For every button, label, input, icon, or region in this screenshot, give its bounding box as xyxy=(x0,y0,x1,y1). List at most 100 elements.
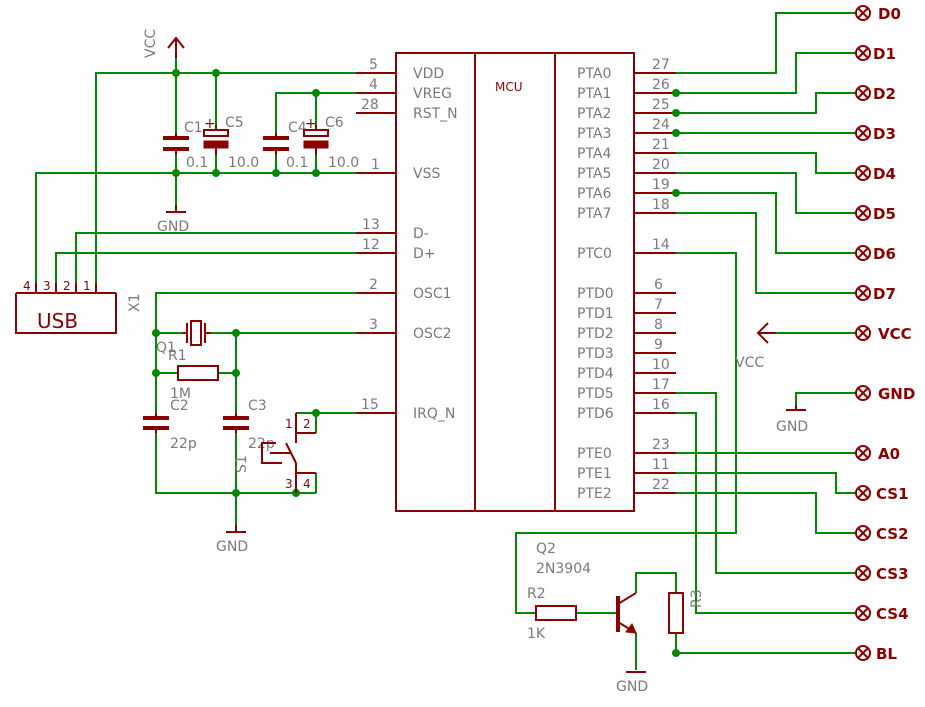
pin-name-pta6: PTA6 xyxy=(577,186,611,202)
s1-pin-2: 2 xyxy=(303,417,311,431)
cap-c6: + C6 10.0 xyxy=(303,115,359,171)
usb-pin-1: 1 xyxy=(83,279,91,293)
connector-d1: D1 xyxy=(855,45,896,63)
connector-d4: D4 xyxy=(855,165,896,183)
s1-pin-3: 3 xyxy=(285,477,293,491)
connector-label-d2: D2 xyxy=(873,85,896,103)
pin-name-ptc0: PTC0 xyxy=(577,246,612,262)
pin-name-ptd4: PTD4 xyxy=(577,366,614,382)
c1-ref: C1 xyxy=(184,120,203,136)
c4-value: 0.1 xyxy=(286,155,308,171)
cap-c5: + C5 10.0 xyxy=(203,115,259,171)
connector-label-d4: D4 xyxy=(873,165,896,183)
pin-num-20: 20 xyxy=(652,157,670,173)
s1-pin-1: 1 xyxy=(285,417,293,431)
pin-name-ptd1: PTD1 xyxy=(577,306,614,322)
gnd-conn-symbol: GND xyxy=(776,405,808,435)
pin-name-dminus: D- xyxy=(413,226,429,242)
vcc-right-label: VCC xyxy=(735,355,764,371)
pin-name-pta2: PTA2 xyxy=(577,106,611,122)
pin-num-13: 13 xyxy=(362,217,380,233)
c6-value: 10.0 xyxy=(328,155,359,171)
cap-c1: C1 0.1 xyxy=(163,120,208,171)
connector-label-d5: D5 xyxy=(873,205,896,223)
c2-value: 22p xyxy=(170,436,197,452)
c3-ref: C3 xyxy=(248,398,267,414)
connector-label-vcc: VCC xyxy=(878,325,912,343)
connector-label-d0: D0 xyxy=(878,5,901,23)
pin-num-3: 3 xyxy=(369,317,378,333)
gnd-osc-symbol: GND xyxy=(216,525,248,555)
pin-name-osc2: OSC2 xyxy=(413,326,452,342)
pin-num-8: 8 xyxy=(654,317,663,333)
pin-name-irq: IRQ_N xyxy=(413,406,455,422)
gnd-q2-symbol: GND xyxy=(616,671,648,695)
pin-num-22: 22 xyxy=(652,477,670,493)
r1-value: 1M xyxy=(170,386,191,402)
usb-connector: 4 3 2 1 USB X1 xyxy=(15,279,143,334)
pin-name-pta5: PTA5 xyxy=(577,166,611,182)
gnd-osc-label: GND xyxy=(216,539,248,555)
q2-ref: Q2 xyxy=(536,541,556,557)
connector-label-cs2: CS2 xyxy=(876,525,909,543)
gnd-caps-symbol: GND xyxy=(157,205,189,235)
cap-c4: C4 0.1 xyxy=(263,120,308,171)
mcu-right-pins: PTA0 27 PTA1 26 PTA2 25 PTA3 24 PTA4 21 … xyxy=(577,57,670,502)
connector-cs2: CS2 xyxy=(855,525,909,543)
mcu-right-pin-lines xyxy=(634,72,676,494)
connector-cs3: CS3 xyxy=(855,565,909,583)
c6-polarity: + xyxy=(305,116,317,132)
vcc-top-symbol: VCC xyxy=(143,29,185,58)
pin-name-pta7: PTA7 xyxy=(577,206,611,222)
connector-label-a0: A0 xyxy=(878,445,900,463)
pin-name-pte1: PTE1 xyxy=(577,466,612,482)
pin-num-21: 21 xyxy=(652,137,670,153)
gnd-caps-label: GND xyxy=(157,219,189,235)
pin-name-vreg: VREG xyxy=(413,86,452,102)
connector-d5: D5 xyxy=(855,205,896,223)
pin-num-25: 25 xyxy=(652,97,670,113)
s1-ref: S1 xyxy=(234,455,250,473)
r1-ref: R1 xyxy=(168,348,187,364)
gnd-conn-label: GND xyxy=(776,419,808,435)
connector-label-gnd: GND xyxy=(878,385,915,403)
pin-name-ptd0: PTD0 xyxy=(577,286,614,302)
crystal-q1: Q1 xyxy=(156,320,211,356)
connector-d0: D0 xyxy=(855,5,901,23)
pin-num-9: 9 xyxy=(654,337,663,353)
connector-label-d6: D6 xyxy=(873,245,896,263)
c5-polarity: + xyxy=(204,116,216,132)
pin-num-6: 6 xyxy=(654,277,663,293)
r2-ref: R2 xyxy=(527,586,546,602)
mcu-body: MCU xyxy=(395,52,635,512)
pin-name-ptd5: PTD5 xyxy=(577,386,614,402)
pin-num-14: 14 xyxy=(652,237,670,253)
pin-num-18: 18 xyxy=(652,197,670,213)
s1-pin-4: 4 xyxy=(303,477,311,491)
pin-name-ptd2: PTD2 xyxy=(577,326,614,342)
connector-label-cs3: CS3 xyxy=(876,565,909,583)
r2-value: 1K xyxy=(527,626,546,642)
pin-name-dplus: D+ xyxy=(413,246,436,262)
pin-num-2: 2 xyxy=(369,277,378,293)
connector-label-d7: D7 xyxy=(873,285,896,303)
connector-vcc: VCC xyxy=(855,325,912,343)
pin-name-pta0: PTA0 xyxy=(577,66,611,82)
connector-d3: D3 xyxy=(855,125,896,143)
junctions xyxy=(152,69,680,657)
pin-num-7: 7 xyxy=(654,297,663,313)
connector-label-cs4: CS4 xyxy=(876,605,909,623)
pin-num-12: 12 xyxy=(362,237,380,253)
q2-value: 2N3904 xyxy=(536,561,591,577)
connector-bl: BL xyxy=(855,645,897,663)
c5-value: 10.0 xyxy=(228,155,259,171)
pin-name-pte0: PTE0 xyxy=(577,446,612,462)
usb-label: USB xyxy=(37,309,78,333)
pin-name-pta3: PTA3 xyxy=(577,126,611,142)
connector-d6: D6 xyxy=(855,245,896,263)
connector-a0: A0 xyxy=(855,445,900,463)
connector-label-cs1: CS1 xyxy=(876,485,909,503)
pin-num-4: 4 xyxy=(369,77,378,93)
pin-name-vdd: VDD xyxy=(413,66,444,82)
